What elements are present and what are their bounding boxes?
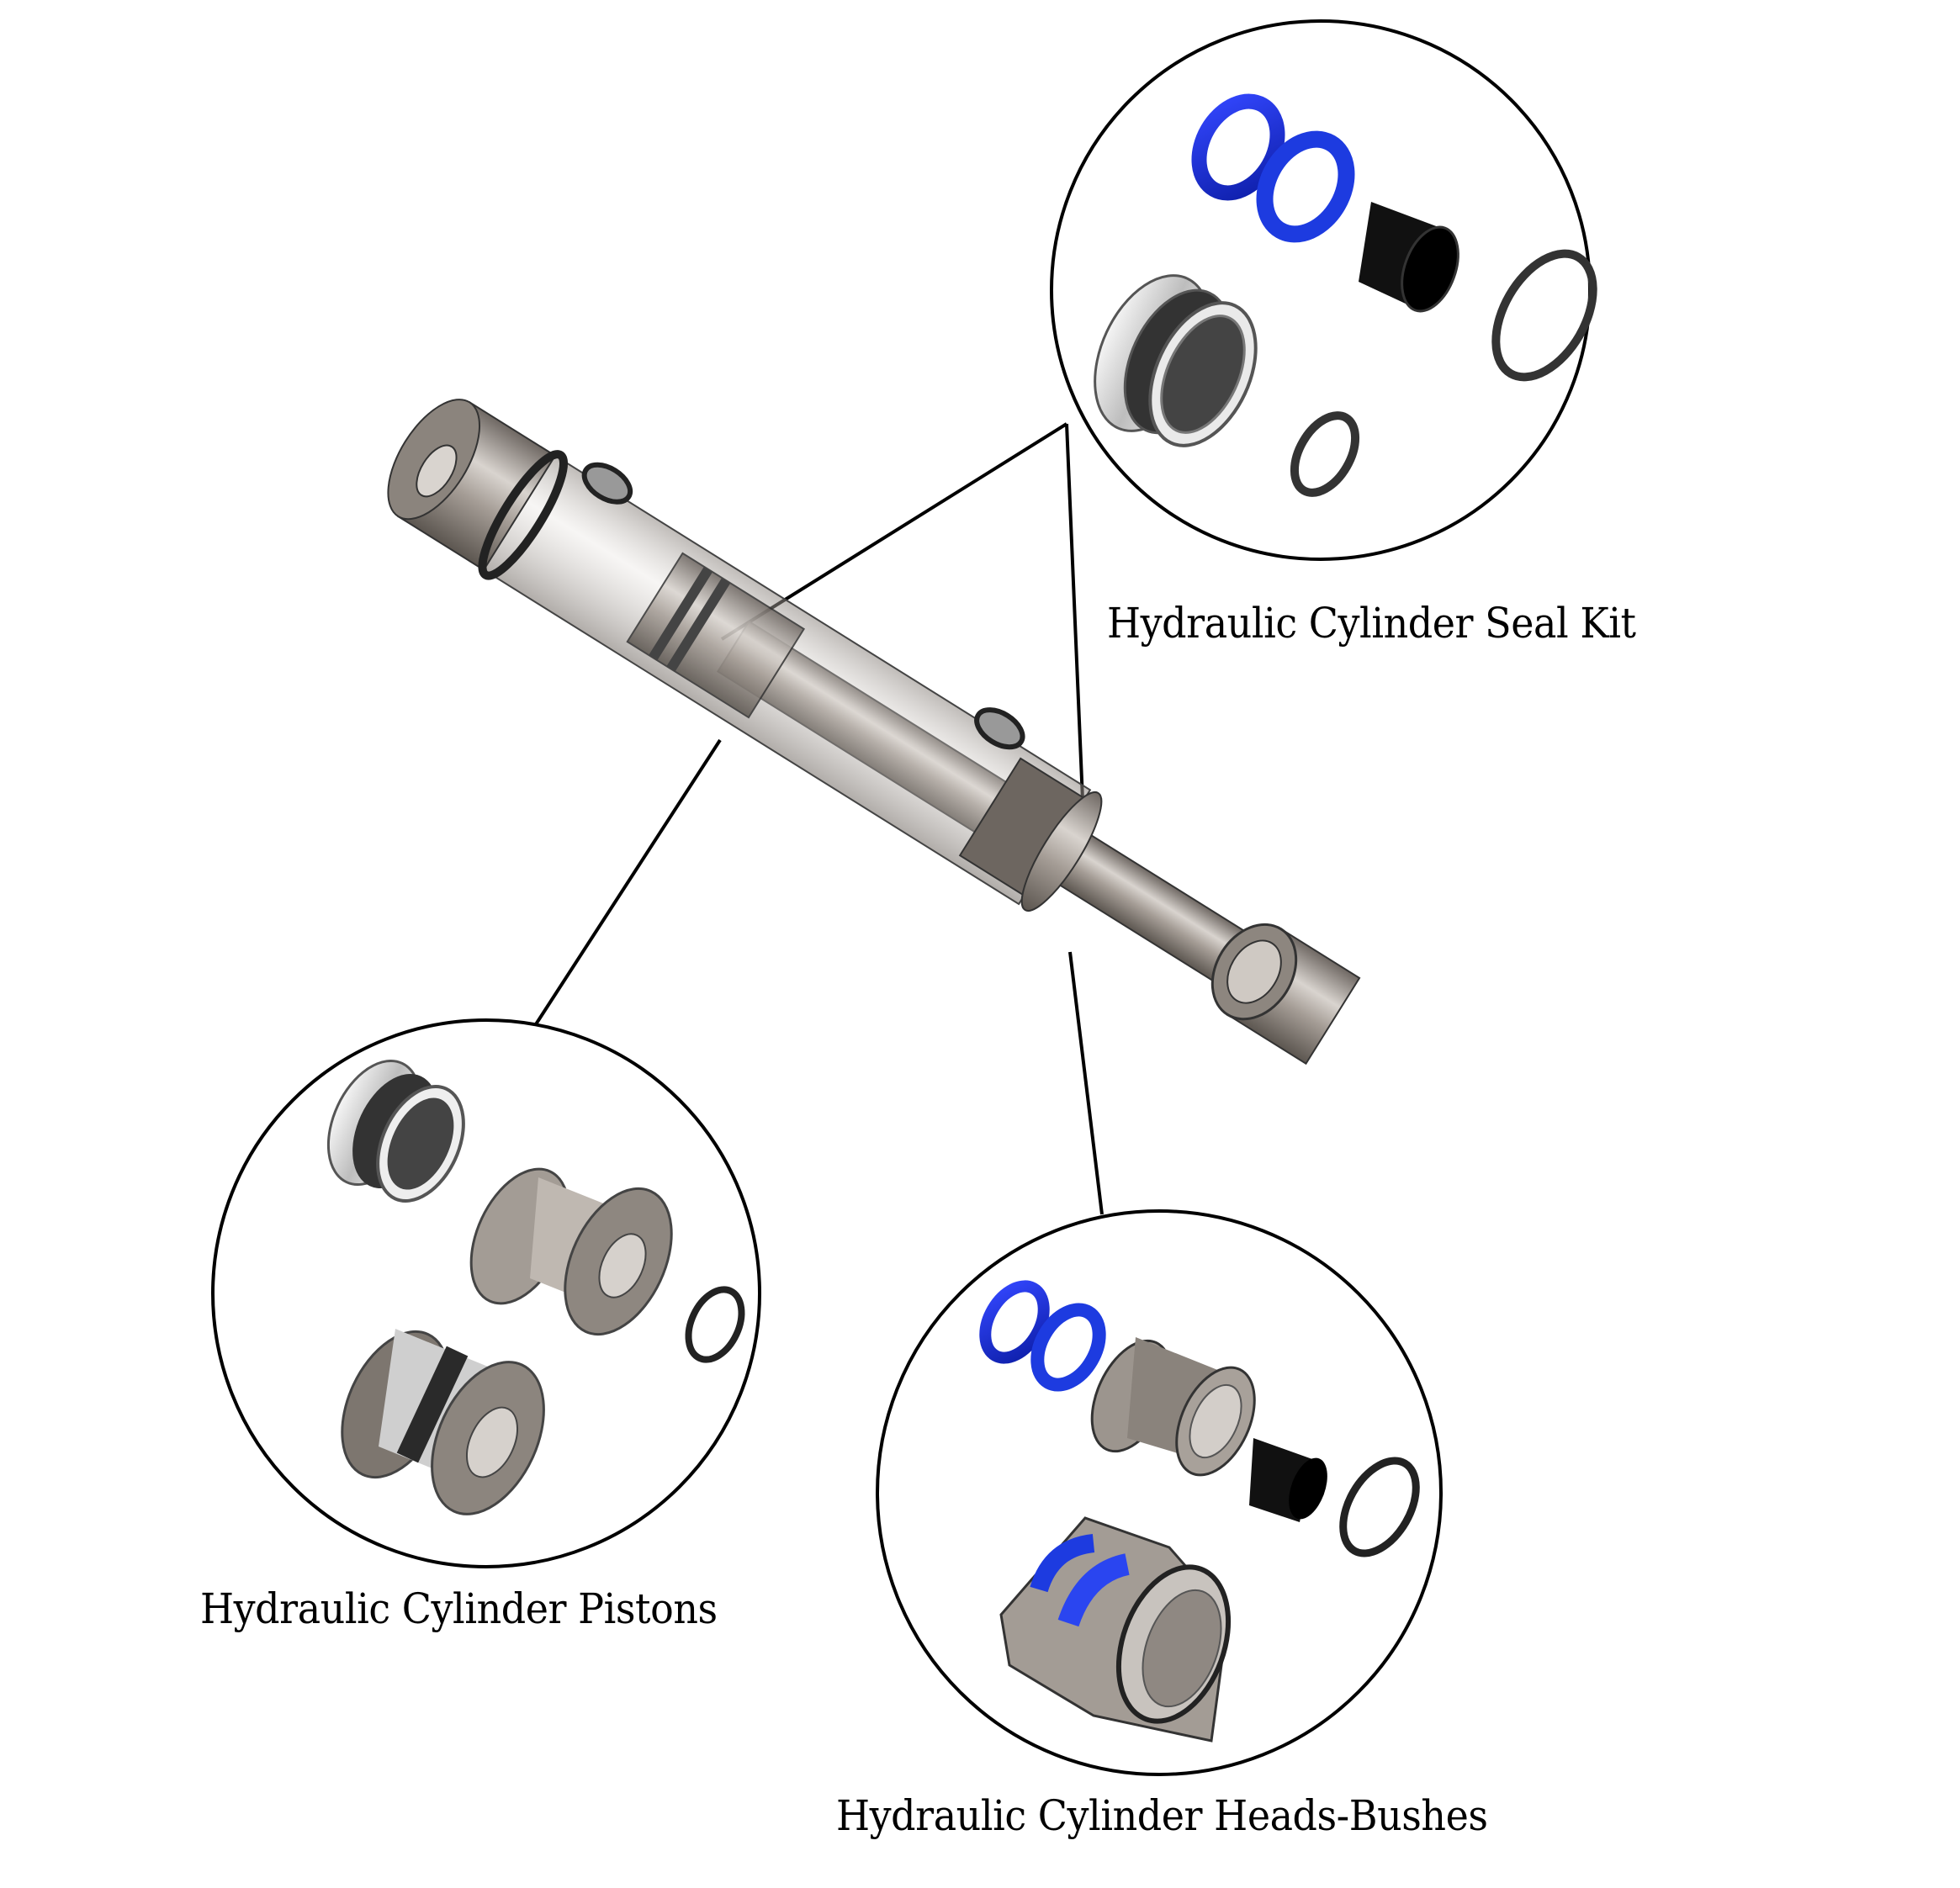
leader-seal-kit-b (1065, 423, 1085, 821)
leader-heads-bushes (1068, 951, 1104, 1215)
callout-heads-bushes (876, 1209, 1443, 1776)
sectioned-gland-assembly (999, 1516, 1232, 1743)
callout-seal-kit (1050, 19, 1597, 561)
piston-o-ring (685, 1286, 745, 1363)
piston-seal-assembly (1094, 274, 1258, 447)
label-seal-kit: Hydraulic Cylinder Seal Kit (1107, 599, 1636, 648)
leader-pistons (534, 738, 722, 1026)
threaded-gland-head (1090, 1337, 1256, 1477)
assembled-piston (341, 1329, 545, 1515)
piston-body (469, 1167, 673, 1336)
large-o-ring (1491, 249, 1597, 382)
piston-seal-ring (326, 1059, 465, 1203)
callout-pistons (211, 1018, 761, 1568)
hydraulic-cylinder-assembly (387, 399, 1361, 1066)
blue-rod-seal-2 (1030, 1303, 1106, 1392)
black-bushing (1359, 202, 1459, 313)
label-pistons: Hydraulic Cylinder Pistons (200, 1584, 718, 1633)
black-bushing-2 (1249, 1438, 1327, 1522)
small-o-ring (1290, 411, 1360, 497)
blue-wiper-seal-2 (979, 1280, 1050, 1364)
o-ring-2 (1339, 1457, 1420, 1557)
blue-rod-seal (1256, 130, 1355, 243)
label-heads-bushes: Hydraulic Cylinder Heads-Bushes (836, 1791, 1488, 1840)
